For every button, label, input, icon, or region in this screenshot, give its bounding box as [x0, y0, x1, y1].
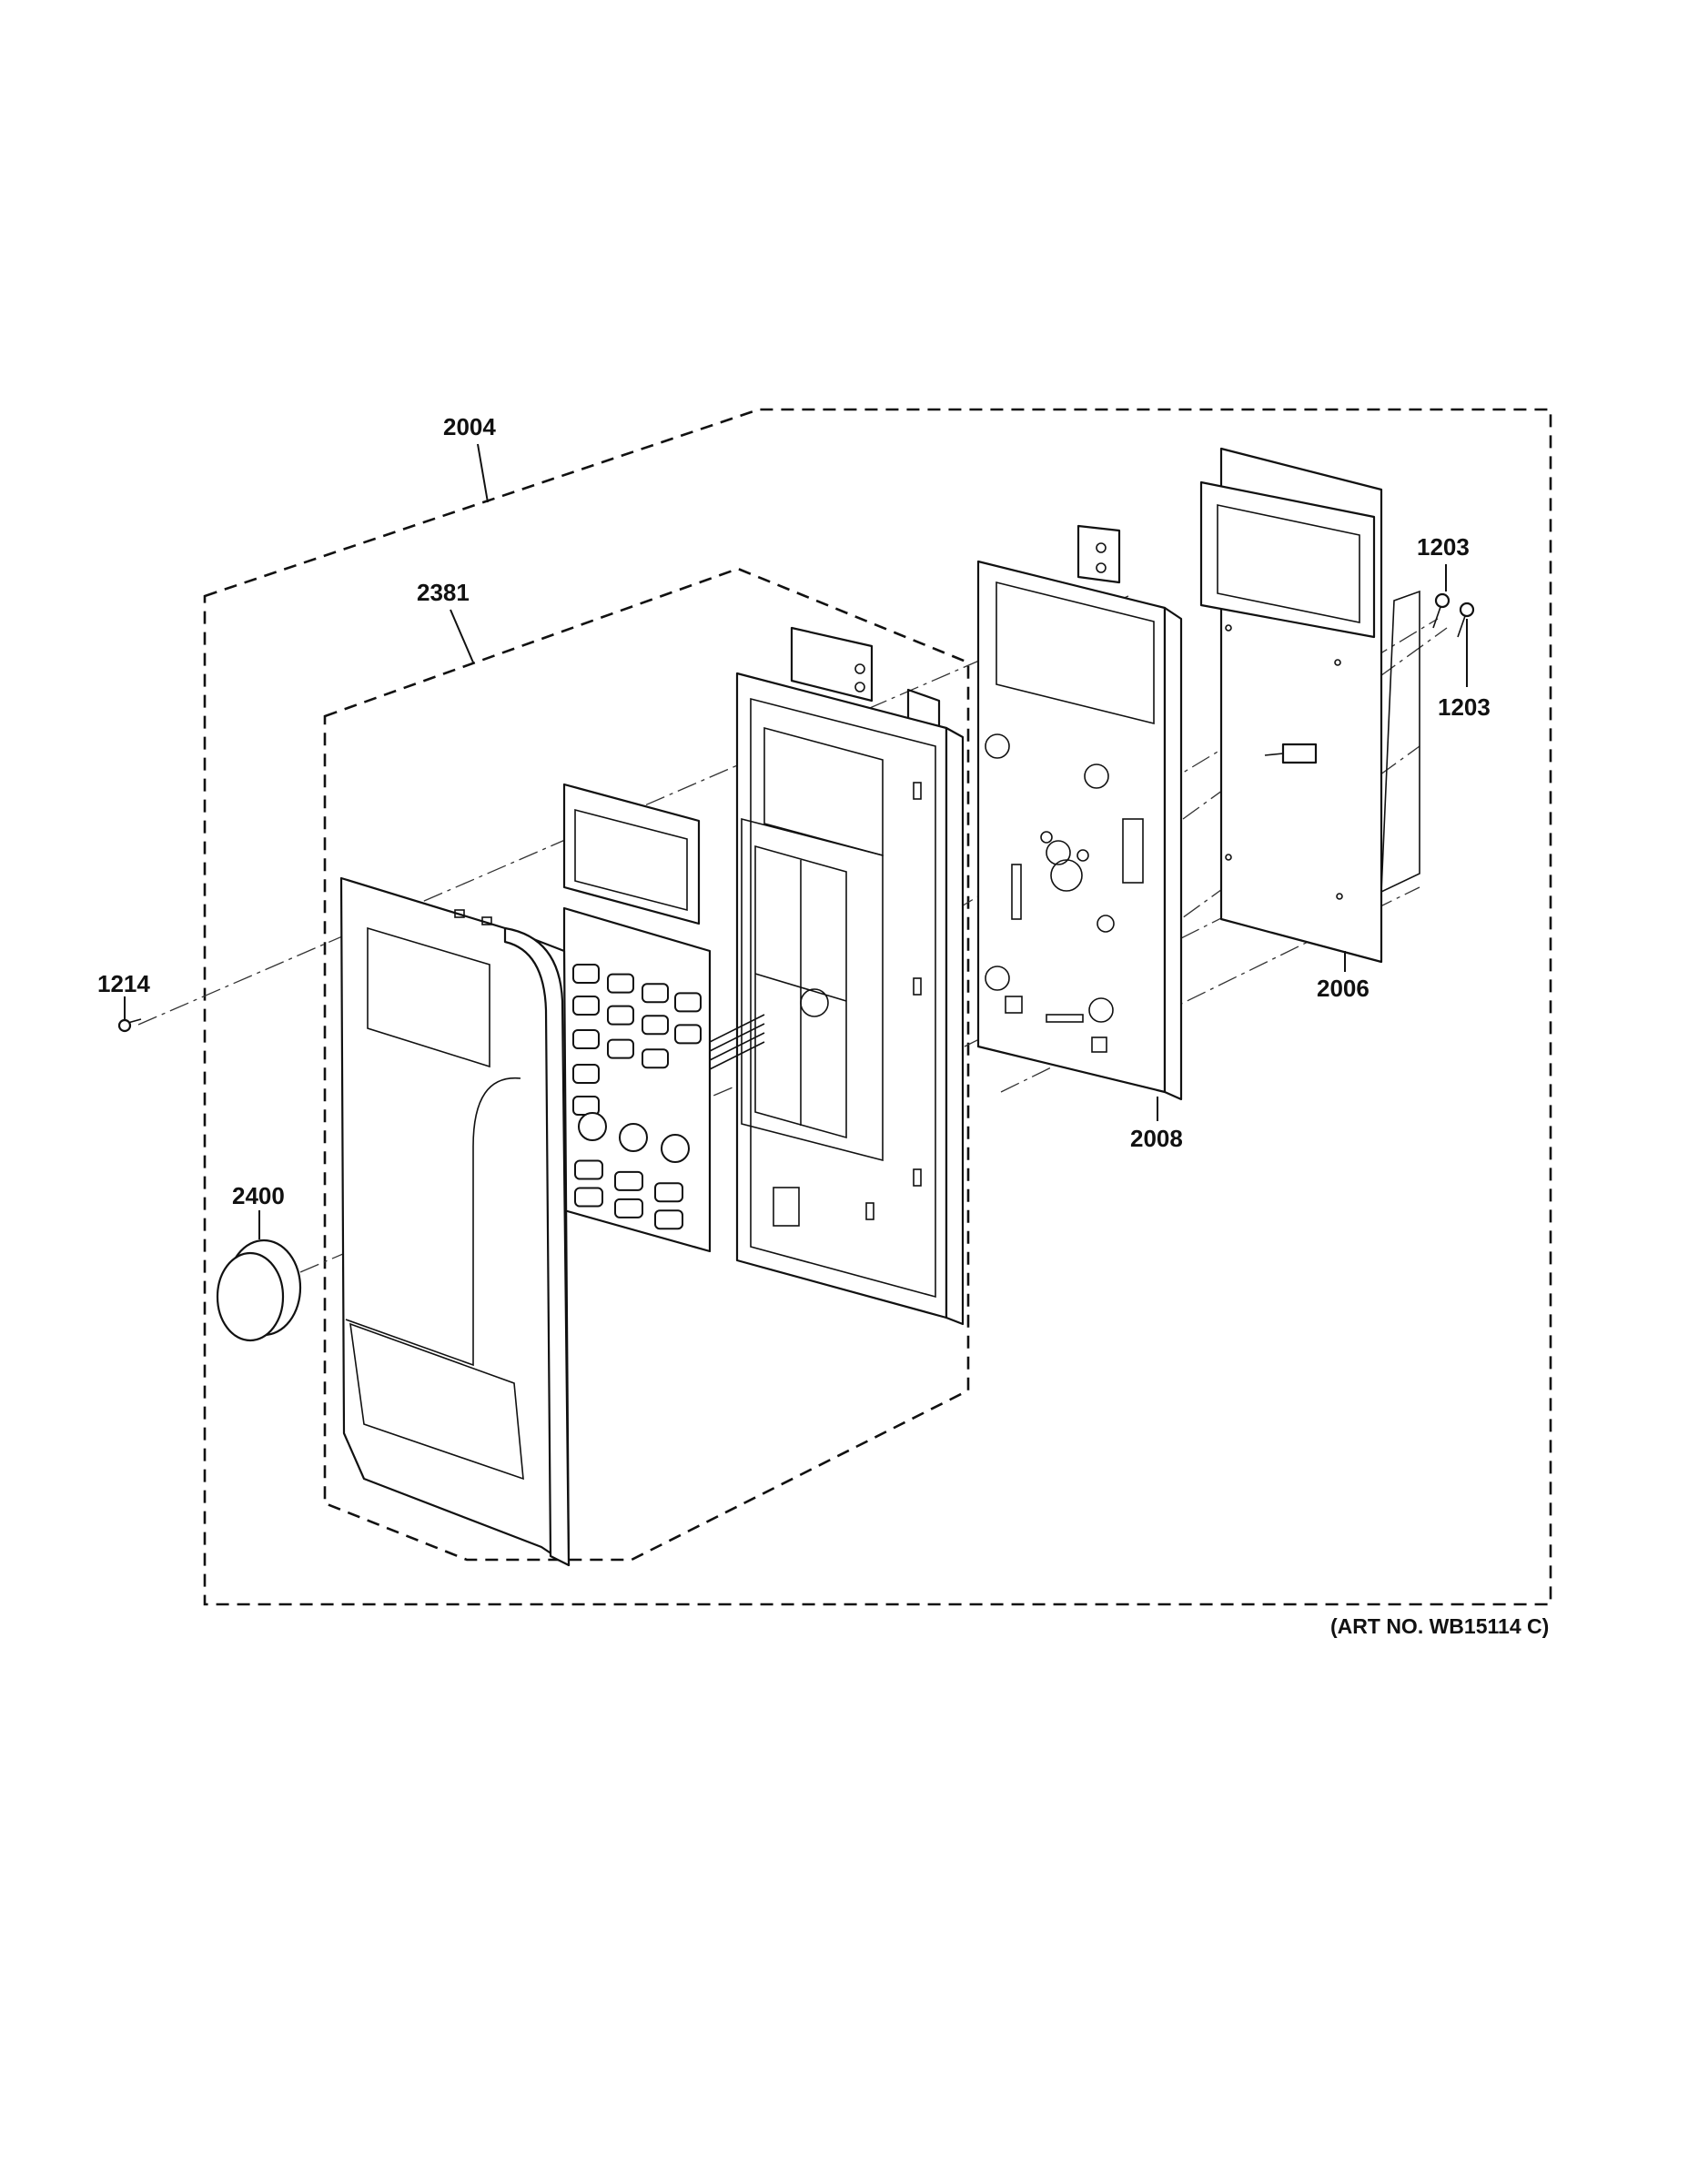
- keypad-key: [572, 1096, 600, 1116]
- keypad-key: [607, 1038, 634, 1059]
- keypad-key: [642, 1048, 669, 1069]
- callout-2004: 2004: [443, 413, 496, 440]
- keypad-key: [574, 1159, 603, 1180]
- control-board-2006: [1199, 447, 1420, 964]
- screw-1214: [117, 1018, 142, 1033]
- keypad-key: [614, 1198, 643, 1218]
- control-housing: [709, 626, 965, 1326]
- screw-1203-upper: [1432, 592, 1450, 629]
- assembly-2381-boundary: [323, 567, 970, 1562]
- keypad-key: [572, 1029, 600, 1049]
- art-number: (ART NO. WB15114 C): [1330, 1614, 1549, 1638]
- knob-2400: [216, 1239, 302, 1342]
- keypad-key: [614, 1170, 643, 1191]
- callout-2006: 2006: [1317, 975, 1370, 1002]
- keypad-key: [607, 1005, 634, 1026]
- screw-1203-lower: [1457, 602, 1475, 638]
- keypad-key: [607, 973, 634, 994]
- keypad-key: [661, 1134, 690, 1163]
- callout-1214: 1214: [97, 970, 150, 997]
- keypad-membrane: [562, 906, 712, 1253]
- callout-2381: 2381: [417, 579, 470, 606]
- keypad-key: [654, 1182, 683, 1203]
- front-control-panel: [339, 876, 571, 1567]
- display-window: [562, 783, 701, 925]
- callout-1203-upper: 1203: [1417, 533, 1470, 561]
- keypad-key: [574, 1187, 603, 1208]
- keypad-key: [674, 992, 702, 1013]
- keypad-key: [674, 1024, 702, 1045]
- keypad-key: [654, 1209, 683, 1230]
- keypad-key: [572, 996, 600, 1016]
- assembly-2004-boundary: [203, 408, 1552, 1606]
- keypad-key: [572, 964, 600, 984]
- keypad-key: [642, 1015, 669, 1036]
- keypad-key: [572, 1064, 600, 1084]
- callout-2400: 2400: [232, 1182, 285, 1209]
- keypad-key: [619, 1123, 648, 1152]
- frame-2008: [976, 524, 1183, 1101]
- callout-2008: 2008: [1130, 1125, 1183, 1152]
- keypad-key: [642, 983, 669, 1004]
- keypad-key: [578, 1112, 607, 1141]
- callout-1203-lower: 1203: [1438, 693, 1491, 721]
- leader-lines: [124, 443, 1468, 1239]
